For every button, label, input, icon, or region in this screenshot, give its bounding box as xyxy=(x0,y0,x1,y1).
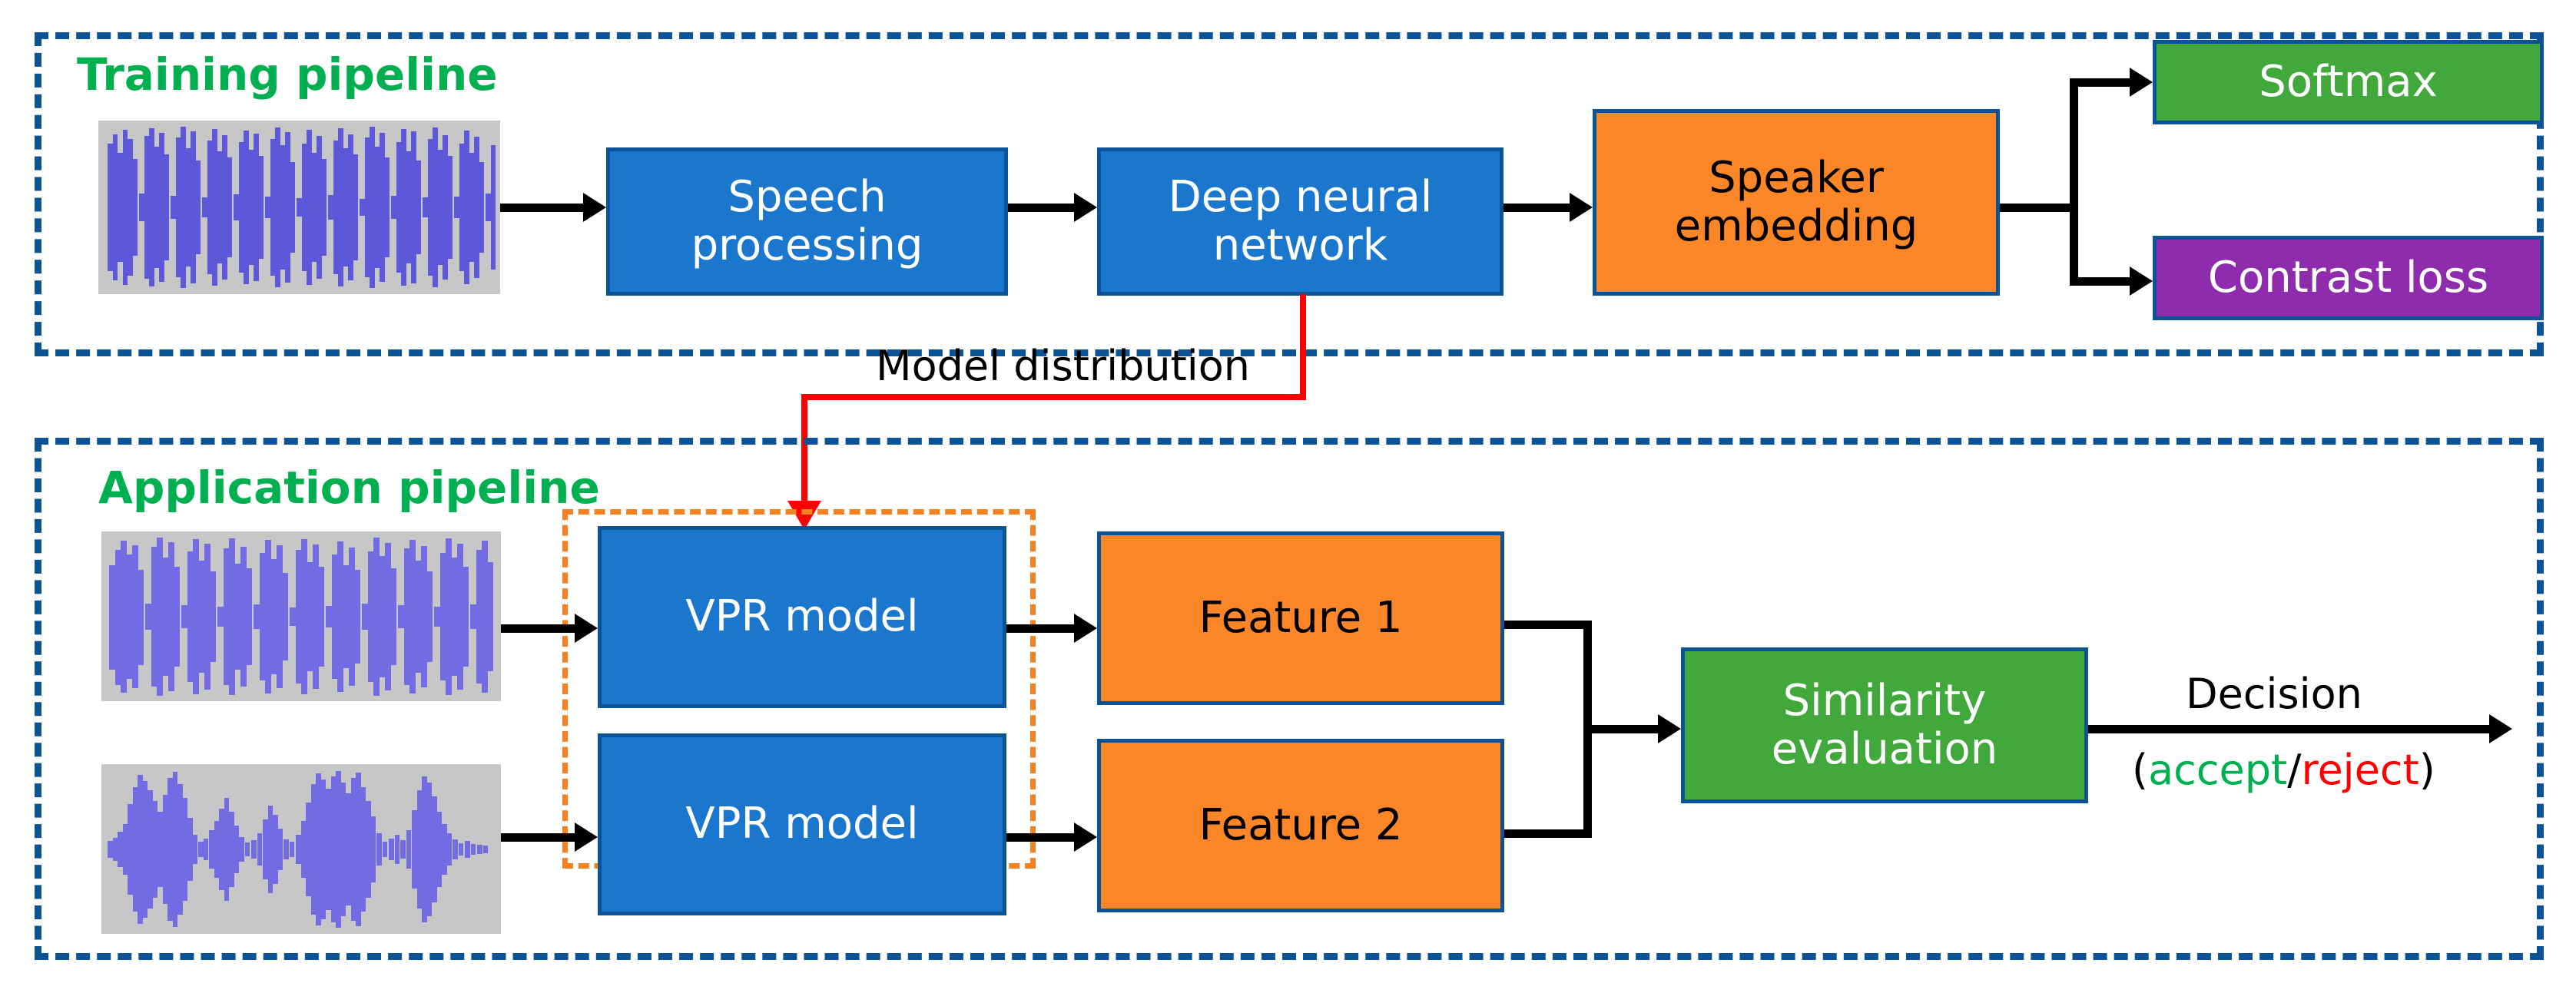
enrollment-speech-waveform xyxy=(101,531,501,701)
model-distribution-label: Model distribution xyxy=(876,342,1251,390)
node-feature-1[interactable]: Feature 1 xyxy=(1097,531,1504,705)
connector-dnn-to-embedding xyxy=(1503,204,1571,212)
decision-separator: / xyxy=(2287,746,2302,794)
model-distribution-vertical-to-group xyxy=(801,394,807,507)
decision-accept: accept xyxy=(2148,746,2288,794)
decision-close-paren: ) xyxy=(2419,746,2435,794)
decision-label-line1: Decision xyxy=(2186,670,2362,718)
node-speaker-embedding[interactable]: Speaker embedding xyxy=(1593,109,2000,296)
connector-vpr2-to-feature2 xyxy=(1006,833,1076,842)
node-speech-processing[interactable]: Speech processing xyxy=(606,147,1008,296)
connector-branch-to-contrast-loss xyxy=(2070,277,2134,286)
connector-test-to-vpr2 xyxy=(501,833,576,842)
connector-speech-to-dnn xyxy=(1008,204,1076,212)
arrowhead-merge-to-similarity xyxy=(1658,714,1681,743)
connector-feature2-out xyxy=(1504,829,1592,838)
connector-branch-to-softmax xyxy=(2070,78,2134,87)
decision-label-line2: (accept/reject) xyxy=(2132,746,2435,794)
waveform-graphic xyxy=(108,127,496,288)
application-pipeline-title: Application pipeline xyxy=(98,462,600,514)
node-vpr-model-2[interactable]: VPR model xyxy=(598,733,1006,915)
node-softmax[interactable]: Softmax xyxy=(2153,40,2544,124)
connector-merge-to-similarity xyxy=(1583,725,1659,733)
decision-open-paren: ( xyxy=(2132,746,2149,794)
arrowhead-waveform-to-speech xyxy=(583,193,606,222)
arrowhead-vpr2-to-feature2 xyxy=(1074,823,1097,852)
arrowhead-decision xyxy=(2489,714,2512,743)
training-speech-waveform xyxy=(98,121,500,294)
arrowhead-test-to-vpr2 xyxy=(575,823,598,852)
arrowhead-branch-to-contrast-loss xyxy=(2130,266,2153,296)
model-distribution-horizontal xyxy=(801,394,1306,400)
connector-enrollment-to-vpr1 xyxy=(501,624,576,633)
model-distribution-vertical-from-dnn xyxy=(1300,294,1306,398)
arrowhead-vpr1-to-feature1 xyxy=(1074,614,1097,643)
connector-feature1-out xyxy=(1504,621,1592,629)
training-pipeline-title: Training pipeline xyxy=(77,48,498,101)
arrowhead-branch-to-softmax xyxy=(2130,68,2153,97)
test-speech-waveform xyxy=(101,764,501,934)
waveform-graphic xyxy=(108,771,488,928)
node-deep-neural-network[interactable]: Deep neural network xyxy=(1097,147,1503,296)
waveform-graphic xyxy=(109,538,493,696)
connector-embedding-stem xyxy=(2000,204,2074,212)
model-distribution-arrowhead xyxy=(787,501,821,530)
application-pipeline-container xyxy=(35,438,2544,960)
decision-reject: reject xyxy=(2301,746,2419,794)
node-feature-2[interactable]: Feature 2 xyxy=(1097,739,1504,912)
arrowhead-dnn-to-embedding xyxy=(1570,193,1593,222)
node-vpr-model-1[interactable]: VPR model xyxy=(598,526,1006,708)
node-similarity-evaluation[interactable]: Similarity evaluation xyxy=(1681,647,2088,803)
connector-vpr1-to-feature1 xyxy=(1006,624,1076,633)
arrowhead-speech-to-dnn xyxy=(1074,193,1097,222)
node-contrast-loss[interactable]: Contrast loss xyxy=(2153,236,2544,320)
training-pipeline-container xyxy=(35,32,2544,356)
arrowhead-enrollment-to-vpr1 xyxy=(575,614,598,643)
connector-similarity-to-decision xyxy=(2088,725,2491,733)
connector-waveform-to-speech xyxy=(500,204,585,212)
connector-embedding-branch-vertical xyxy=(2070,78,2078,286)
